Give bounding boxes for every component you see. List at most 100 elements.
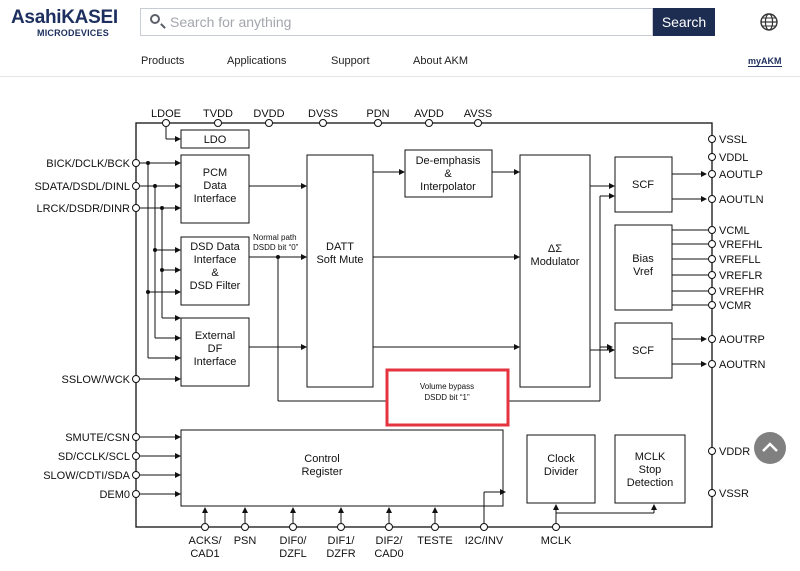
nav-item-applications[interactable]: Applications — [227, 55, 287, 67]
modulator-block — [519, 154, 591, 388]
bottom-pins: ACKS/ CAD1 PSN DIF0/ DZFL DIF1/ DZFR DIF… — [188, 523, 572, 560]
left-pins: BICK/DCLK/BCK SDATA/DSDL/DINL LRCK/DSDR/… — [34, 158, 140, 501]
dsd-block — [180, 236, 250, 306]
top-pins: LDOE TVDD DVDD DVSS PDN AVDD AVSS — [151, 108, 492, 127]
bias-label-2: Vref — [633, 266, 654, 278]
nav-item-support[interactable]: Support — [331, 55, 370, 67]
pin-lrck: LRCK/DSDR/DINR — [36, 203, 130, 215]
bias-label-1: Bias — [632, 253, 654, 265]
mclk-stop-label-3: Detection — [627, 477, 673, 489]
mclk-stop-label-1: MCLK — [635, 451, 666, 463]
top-bar: AsahiKASEI MICRODEVICES Search — [0, 0, 800, 46]
bottom-wiring — [202, 489, 657, 523]
pin-aoutrp: AOUTRP — [719, 334, 765, 346]
pin-vcmr: VCMR — [719, 300, 751, 312]
scf-left-block — [614, 156, 673, 213]
dsd-label-1: DSD Data — [190, 241, 240, 253]
ext-label-1: External — [195, 330, 235, 342]
pcm-block — [180, 154, 250, 224]
pin-sdata: SDATA/DSDL/DINL — [34, 181, 130, 193]
scf-left-label: SCF — [632, 179, 654, 191]
deemph-label-3: Interpolator — [420, 181, 476, 193]
pin-sd: SD/CCLK/SCL — [58, 451, 130, 463]
volume-bypass-label-1: Volume bypass — [420, 382, 474, 391]
pin-aoutrn: AOUTRN — [719, 359, 766, 371]
pin-dif0-2: DZFL — [279, 548, 307, 560]
pin-vssr: VSSR — [719, 488, 749, 500]
pin-aoutlp: AOUTLP — [719, 169, 763, 181]
normal-path-label-1: Normal path — [253, 233, 297, 242]
clock-label-1: Clock — [547, 453, 575, 465]
mod-label-2: Modulator — [531, 256, 580, 268]
pin-aoutln: AOUTLN — [719, 194, 764, 206]
pin-acks: ACKS/ — [188, 535, 222, 547]
pin-vrefll: VREFLL — [719, 254, 761, 266]
pin-vrefhr: VREFHR — [719, 286, 764, 298]
mod-label-1: ΔΣ — [548, 243, 562, 255]
pin-dif2: DIF2/ — [376, 535, 404, 547]
external-df-block — [180, 317, 250, 387]
control-register-block — [180, 429, 504, 507]
pcm-label-2: Data — [203, 180, 227, 192]
ext-label-2: DF — [208, 343, 223, 355]
control-label-2: Register — [302, 466, 343, 478]
pin-i2c: I2C/INV — [465, 535, 504, 547]
output-wiring — [672, 171, 708, 367]
chevron-up-icon — [762, 442, 778, 452]
globe-icon[interactable] — [760, 13, 778, 31]
pin-smute: SMUTE/CSN — [65, 432, 130, 444]
pin-vreflr: VREFLR — [719, 270, 762, 282]
pin-dif1-2: DZFR — [326, 548, 355, 560]
pin-vddr: VDDR — [719, 446, 750, 458]
datt-block — [306, 154, 374, 388]
main-nav: Products Applications Support About AKM — [0, 48, 800, 77]
datt-label-2: Soft Mute — [316, 254, 363, 266]
pin-vssl: VSSL — [719, 134, 747, 146]
right-pins: VSSL VDDL AOUTLP AOUTLN VCML VREFHL VREF… — [708, 134, 766, 500]
logo-sub-text: MICRODEVICES — [37, 28, 109, 38]
logo-main-text: AsahiKASEI — [11, 7, 118, 28]
pin-bick: BICK/DCLK/BCK — [46, 158, 130, 170]
deemphasis-block — [404, 149, 493, 198]
myakm-link[interactable]: myAKM — [748, 56, 782, 67]
nav-item-about[interactable]: About AKM — [413, 55, 469, 67]
pin-dif0: DIF0/ — [280, 535, 308, 547]
pin-dif1: DIF1/ — [328, 535, 356, 547]
block-diagram: LDOE TVDD DVDD DVSS PDN AVDD AVSS LDO BI… — [34, 108, 766, 560]
pin-dif2-2: CAD0 — [374, 548, 403, 560]
search-input[interactable] — [170, 9, 640, 35]
scroll-to-top-button[interactable] — [754, 432, 786, 464]
chip-outline — [135, 122, 713, 528]
volume-bypass-highlight — [385, 368, 510, 427]
search-box — [140, 8, 653, 36]
pin-ldoe: LDOE — [151, 108, 181, 120]
pin-mclk: MCLK — [541, 535, 572, 547]
pin-vcml: VCML — [719, 225, 750, 237]
pin-sslow: SSLOW/WCK — [62, 374, 131, 386]
search-button[interactable]: Search — [653, 8, 715, 36]
pin-avdd: AVDD — [414, 108, 444, 120]
mclk-stop-block — [614, 434, 686, 504]
input-wiring — [140, 160, 181, 382]
pin-vrefhl: VREFHL — [719, 239, 762, 251]
search-icon — [150, 14, 160, 24]
company-logo[interactable]: AsahiKASEI MICRODEVICES — [11, 7, 118, 39]
pin-dvdd: DVDD — [253, 108, 284, 120]
dsd-label-4: DSD Filter — [190, 280, 241, 292]
volume-bypass-label-2: DSDD bit “1” — [424, 393, 470, 402]
pcm-label-1: PCM — [203, 167, 227, 179]
scf-right-block — [614, 322, 673, 379]
mclk-stop-label-2: Stop — [639, 464, 662, 476]
nav-item-products[interactable]: Products — [141, 55, 185, 67]
dsd-label-2: Interface — [194, 254, 237, 266]
pin-slow: SLOW/CDTI/SDA — [43, 470, 130, 482]
pcm-label-3: Interface — [194, 193, 237, 205]
datt-label-1: DATT — [326, 241, 354, 253]
pin-avss: AVSS — [464, 108, 493, 120]
pin-psn: PSN — [234, 535, 257, 547]
pin-vddl: VDDL — [719, 152, 748, 164]
ldo-label: LDO — [204, 134, 227, 146]
pin-acks-2: CAD1 — [190, 548, 219, 560]
dsd-label-3: & — [211, 267, 219, 279]
clock-divider-block — [526, 434, 596, 504]
